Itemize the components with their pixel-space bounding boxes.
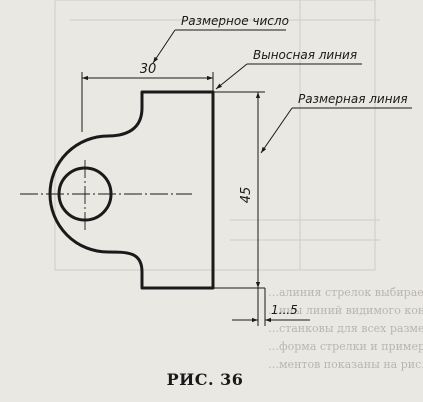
leader-dimension-number (152, 29, 286, 64)
width-dimension (81, 72, 214, 132)
background-bleed (54, 0, 380, 271)
bleed-text-5: …ментов показаны на рис. 37. Размерные и… (268, 358, 423, 371)
height-dimension (213, 91, 265, 289)
leader-extension-line (215, 63, 362, 90)
center-lines (20, 160, 192, 230)
gap-dimension-text: 1...5 (271, 303, 298, 317)
bleed-text-3: …станковы для всех размерных линий чертe (268, 322, 423, 335)
width-dimension-text: 30 (140, 62, 157, 77)
bleed-text-2: …ины линий видимого контура (s) и одина (268, 304, 423, 317)
figure-caption: РИС. 36 (167, 370, 244, 389)
height-dimension-text: 45 (239, 187, 254, 204)
leader-dimension-line (260, 107, 412, 154)
part-outline (48, 90, 215, 290)
label-dimension-number: Размерное число (181, 14, 289, 28)
label-extension-line: Выносная линия (253, 48, 357, 62)
bleed-text-4: …форма стрелки и примерное соотношение (268, 340, 423, 353)
gap-dimension (232, 288, 310, 326)
label-dimension-line: Размерная линия (298, 92, 408, 106)
bleed-text-1: …алиния стрелок выбирается в зависимости… (268, 286, 423, 299)
